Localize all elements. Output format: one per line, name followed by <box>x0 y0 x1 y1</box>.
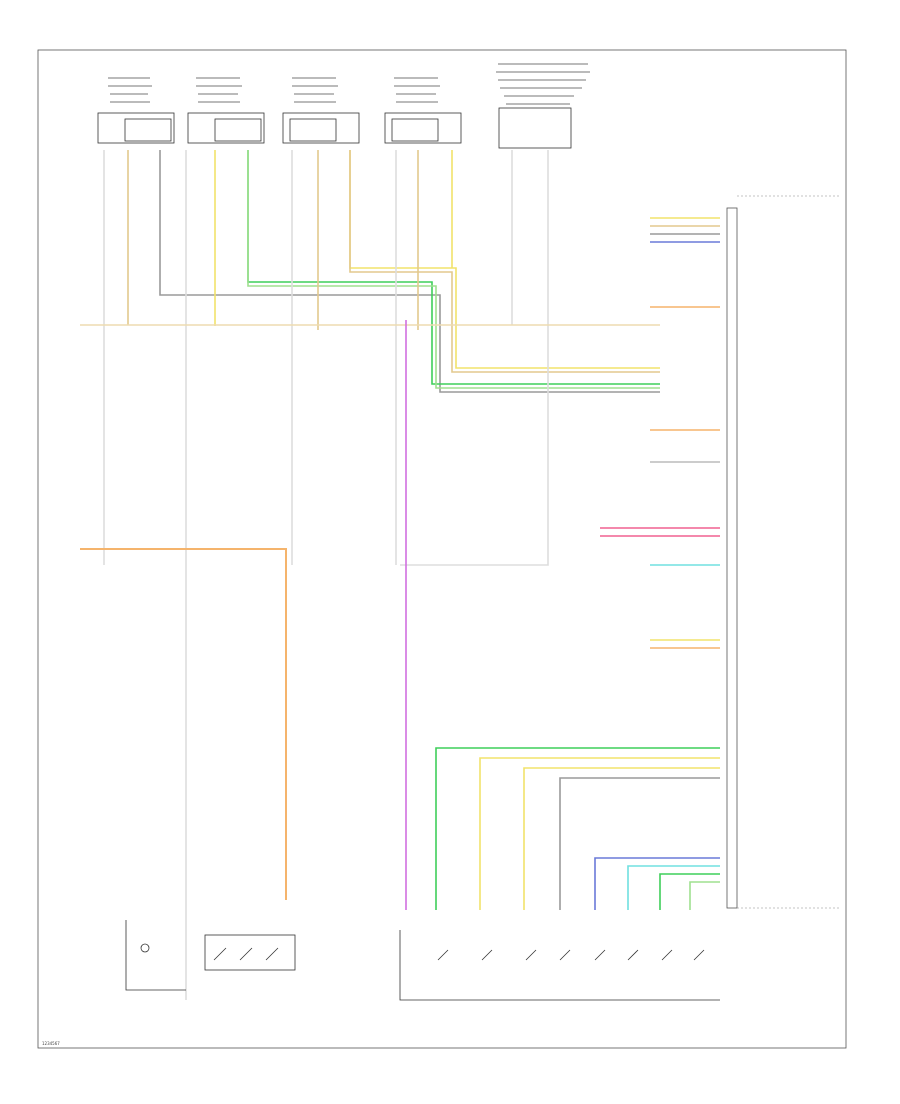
lower-left-switch <box>204 934 296 971</box>
wire-orange <box>80 548 287 900</box>
wires-vertical-top <box>103 150 660 1000</box>
top-module-1 <box>97 77 175 144</box>
footer-code: 1234567 <box>42 1041 60 1046</box>
top-module-2 <box>187 77 265 144</box>
top-module-5 <box>496 63 590 149</box>
lumbar-motor <box>125 920 186 991</box>
right-connections <box>600 217 720 649</box>
top-module-3 <box>282 77 360 144</box>
connector-block-right <box>726 195 840 909</box>
top-module-4 <box>384 77 462 144</box>
switch-assembly <box>399 930 720 1001</box>
wires-lower-bundle <box>435 747 720 910</box>
diagram-frame <box>37 49 847 1049</box>
